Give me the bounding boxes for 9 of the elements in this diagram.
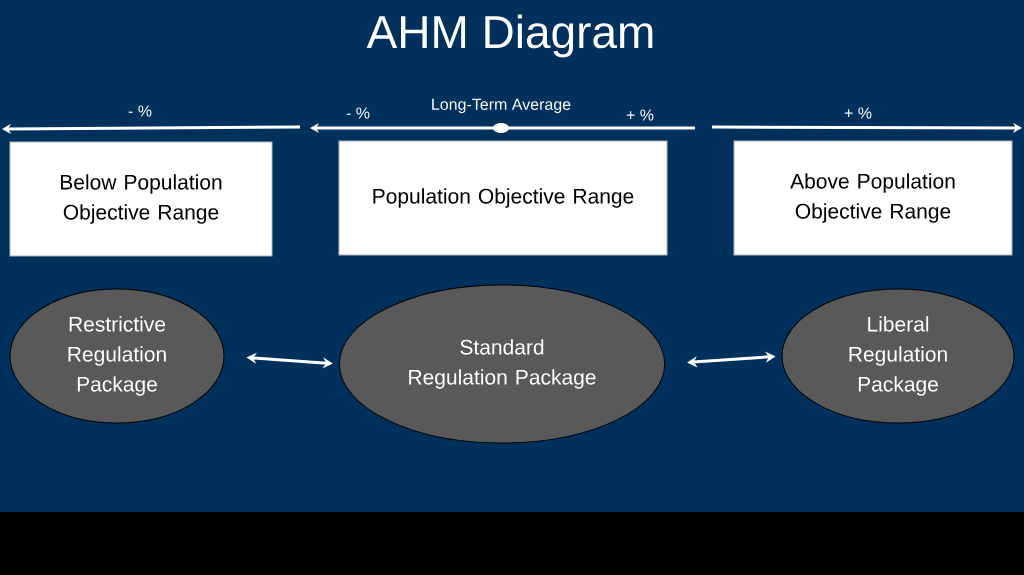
range-label: - % [128,105,152,117]
range-box: Population Objective Range [338,140,668,256]
range-label: Long-Term Average [432,98,571,114]
range-label: - % [346,107,370,119]
range-label: + % [844,107,872,119]
title: AHM Diagram [366,14,653,58]
range-box: Above Population Objective Range [733,140,1013,256]
range-box: Below Population Objective Range [9,141,273,257]
range-label: + % [626,109,654,121]
